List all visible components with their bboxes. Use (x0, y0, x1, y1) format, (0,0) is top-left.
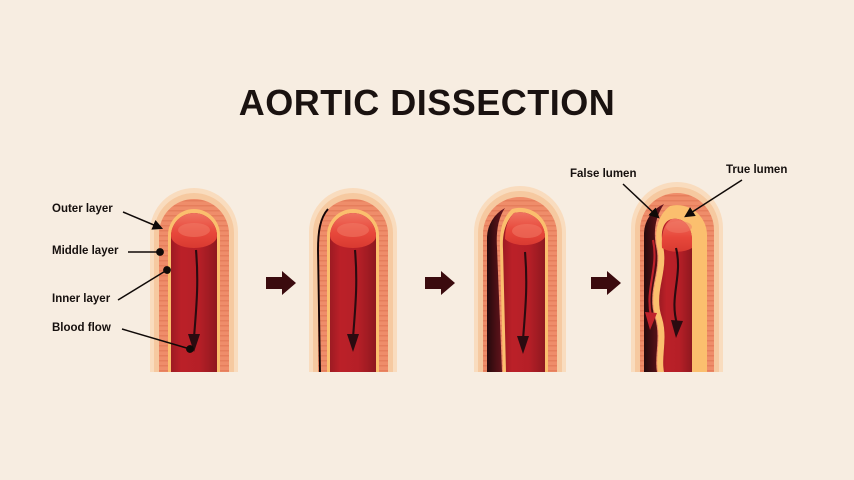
stage-4-dissection-two-lumens (631, 182, 723, 372)
stage-1-lumen-highlight (178, 223, 210, 237)
step-arrow-2 (425, 271, 455, 295)
stage-4-intimal-flap (653, 205, 707, 372)
stage-2-lumen-highlight (337, 223, 369, 237)
stage-2-intimal-tear-line (317, 208, 329, 373)
label-true-lumen: True lumen (726, 164, 788, 176)
page-title: AORTIC DISSECTION (238, 82, 616, 123)
label-outer-layer: Outer layer (52, 203, 113, 215)
leader-lines (117, 179, 743, 353)
stage-3-blood-enters-wall (474, 186, 566, 372)
stage-3-false-lumen (487, 208, 505, 372)
stage-1-flow-arrow-head (188, 334, 200, 352)
leader-outer-layer (122, 211, 164, 230)
stage-4-false-lumen-arrow-head (645, 312, 657, 330)
stage-3-lumen (502, 212, 545, 372)
stage-4-false-lumen-arrow-shaft (648, 239, 656, 317)
stage-4-true-lumen-highlight (666, 221, 692, 233)
stage-1-normal-aorta (150, 188, 238, 372)
leader-inner-layer (117, 266, 171, 301)
stage-2-lumen (330, 213, 376, 372)
stage-2-intimal-tear (309, 188, 397, 373)
label-middle-layer: Middle layer (52, 245, 119, 257)
stage-4-true-lumen-arrow-shaft (673, 247, 680, 325)
stage-3-lumen-highlight (512, 224, 542, 238)
leader-false-lumen (622, 183, 660, 219)
stage-2-flow-arrow-shaft (351, 249, 358, 339)
stage-4-true-lumen-arrow-head (671, 320, 683, 338)
step-arrow-1 (266, 271, 296, 295)
stage-3-flow-arrow-shaft (521, 251, 528, 341)
label-inner-layer: Inner layer (52, 293, 111, 305)
leader-blood-flow (121, 328, 194, 353)
stage-1-lumen (171, 213, 217, 372)
leader-true-lumen (684, 179, 743, 218)
label-false-lumen: False lumen (570, 168, 637, 180)
stage-1-flow-arrow-shaft (192, 249, 199, 339)
stage-2-flow-arrow-head (347, 334, 359, 352)
step-arrow-3 (591, 271, 621, 295)
stage-4-false-lumen (644, 204, 664, 372)
label-blood-flow: Blood flow (52, 322, 111, 334)
stage-3-flow-arrow-head (517, 336, 529, 354)
